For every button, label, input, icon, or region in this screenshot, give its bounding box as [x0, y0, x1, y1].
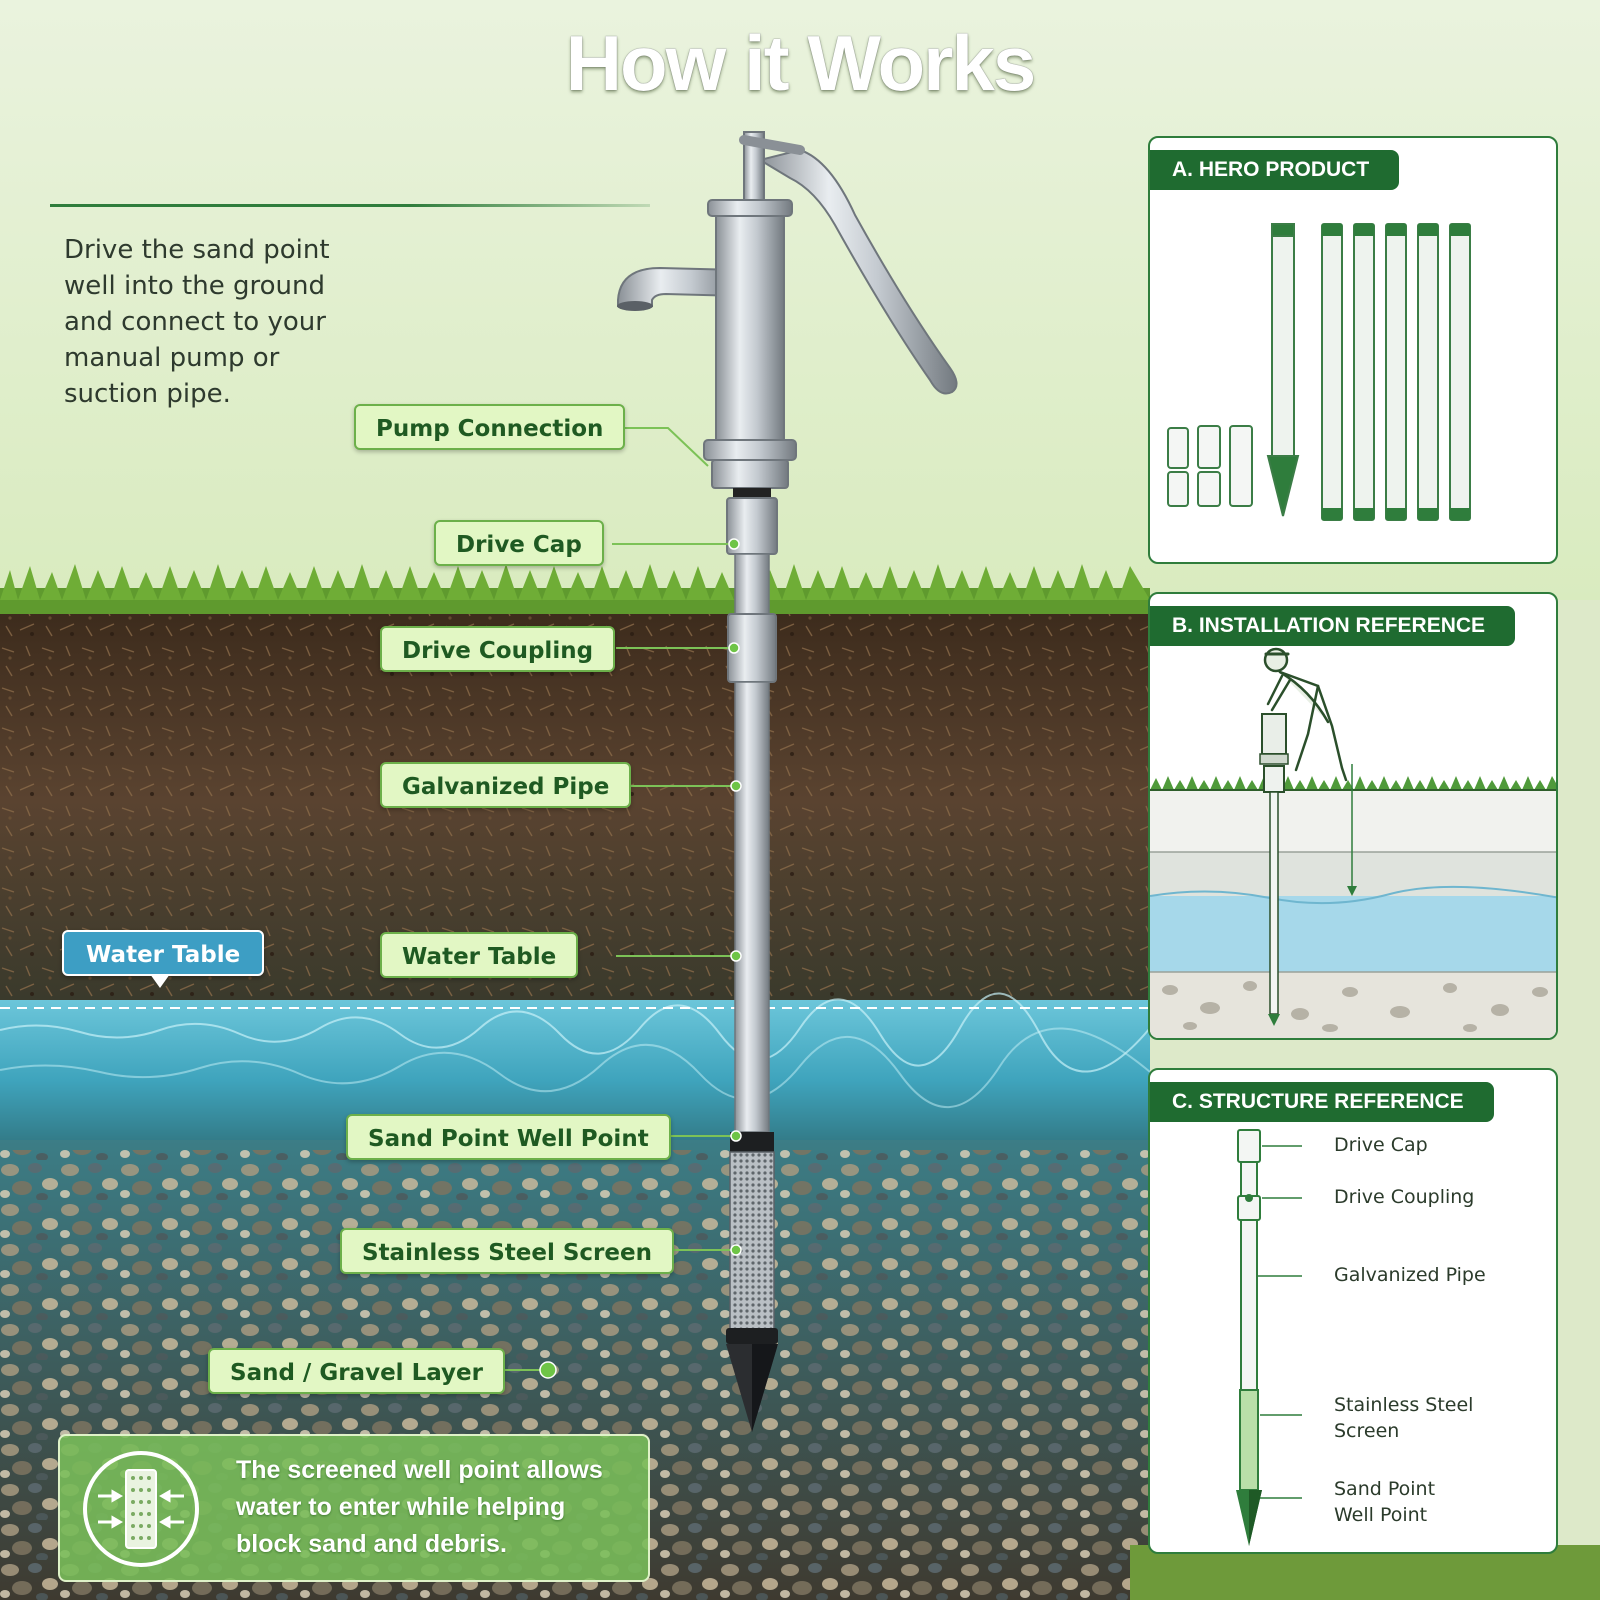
structure-label-screen-line1: Stainless Steel — [1334, 1394, 1474, 1416]
structure-label-galvanized-pipe: Galvanized Pipe — [1334, 1264, 1486, 1286]
panel-installation-heading: B. INSTALLATION REFERENCE — [1150, 606, 1516, 646]
callout-sand-point: Sand Point Well Point — [346, 1114, 671, 1160]
structure-label-sand-point: Sand Point Well Point — [1334, 1476, 1435, 1528]
structure-pipe — [1237, 1129, 1261, 1491]
structure-illustration — [1236, 1129, 1302, 1546]
structure-leaders — [1258, 1145, 1302, 1499]
grass — [0, 564, 1150, 614]
callout-water-table: Water Table — [380, 932, 579, 978]
panel-structure-heading: C. STRUCTURE REFERENCE — [1150, 1082, 1494, 1122]
worker-figure — [1263, 647, 1348, 782]
panel-installation-reference: B. INSTALLATION REFERENCE — [1148, 592, 1558, 1040]
screen-note-box: The screened well point allows water to … — [58, 1434, 650, 1582]
panel-structure-reference: C. STRUCTURE REFERENCE Drive Cap Drive C… — [1148, 1068, 1558, 1554]
water-table-tag: Water Table — [62, 930, 265, 988]
structure-label-screen: Stainless Steel Screen — [1334, 1392, 1473, 1444]
callout-pump-connection: Pump Connection — [354, 404, 626, 450]
structure-label-point-line2: Well Point — [1334, 1504, 1428, 1526]
structure-label-drive-cap: Drive Cap — [1334, 1134, 1428, 1156]
leader-dots — [539, 538, 742, 1379]
installation-illustration — [1150, 647, 1556, 1038]
structure-label-screen-line2: Screen — [1334, 1420, 1400, 1442]
screen-note-text: The screened well point allows water to … — [236, 1456, 603, 1558]
well-pipe — [726, 488, 778, 1432]
structure-label-point-line1: Sand Point — [1334, 1478, 1436, 1500]
intro-divider — [50, 204, 650, 207]
hero-product-illustration — [1167, 223, 1471, 521]
well-point-pipe — [1266, 223, 1300, 517]
hand-pump — [617, 131, 958, 489]
callout-drive-cap: Drive Cap — [434, 520, 604, 566]
panel-hero-heading: A. HERO PRODUCT — [1150, 150, 1400, 190]
filter-screen-icon — [83, 1451, 199, 1567]
panel-hero-product: A. HERO PRODUCT — [1148, 136, 1558, 564]
page-title: How it Works — [565, 19, 1037, 107]
callout-gravel-layer: Sand / Gravel Layer — [208, 1348, 505, 1394]
callout-drive-coupling: Drive Coupling — [380, 626, 616, 672]
pipe-sections — [1321, 223, 1471, 521]
intro-text: Drive the sand point well into the groun… — [64, 235, 330, 409]
callout-galvanized-pipe: Galvanized Pipe — [380, 762, 632, 808]
callout-stainless-screen: Stainless Steel Screen — [340, 1228, 674, 1274]
structure-label-drive-coupling: Drive Coupling — [1334, 1186, 1475, 1208]
